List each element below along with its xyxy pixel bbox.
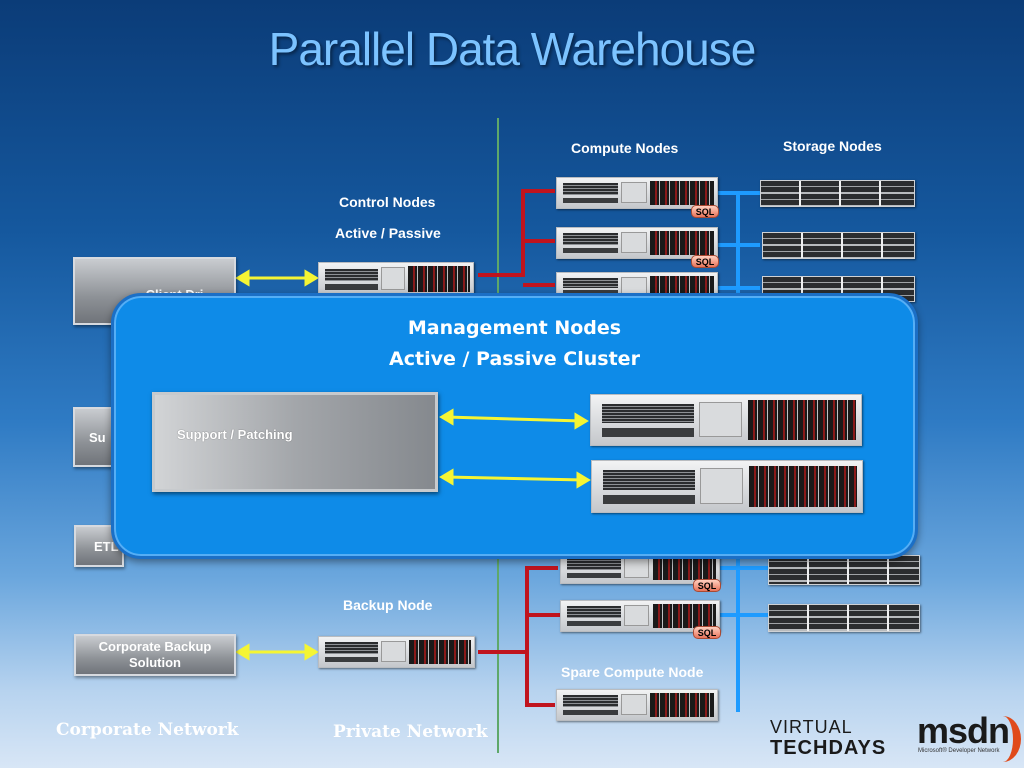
red-link-compute-1 [478,189,555,277]
yellow-arrow-mgmt-2 [445,475,585,482]
storage-nodes-label: Storage Nodes [783,138,882,154]
corporate-network-label: Corporate Network [56,720,239,740]
private-network-label: Private Network [333,722,488,742]
sql-badge: SQL [693,579,721,592]
slide-title: Parallel Data Warehouse [268,23,757,75]
control-nodes-label: Control Nodes [339,194,436,210]
msdn-swoosh-icon [985,716,1021,762]
techdays-logo-text: TECHDAYS [770,737,887,759]
support-left-label: Su [89,429,106,445]
virtual-logo-text: VIRTUAL [770,717,853,737]
spare-compute-node-server [556,689,718,721]
msdn-subtitle: Microsoft® Developer Network [918,748,1000,754]
etl-label: ETL [94,538,119,554]
management-node-server [591,460,863,513]
yellow-arrow-mgmt-1 [445,415,583,423]
sql-badge: SQL [691,205,719,218]
management-cluster-subtitle: Active / Passive Cluster [389,348,640,370]
corporate-backup-label: Corporate Backup Solution [98,639,212,670]
support-patching-box: Support / Patching [152,392,438,492]
management-node-server [590,394,862,446]
management-nodes-title: Management Nodes [407,317,622,339]
backup-node-label: Backup Node [343,597,433,613]
red-link-lower [525,566,558,707]
compute-nodes-label: Compute Nodes [571,140,679,156]
storage-array [768,555,920,585]
msdn-logo-text: msdn [917,710,1010,751]
storage-array [760,180,915,207]
compute-node-server [556,177,718,209]
corporate-backup-box: Corporate Backup Solution [74,634,236,676]
spare-compute-node-label: Spare Compute Node [561,664,704,680]
sql-badge: SQL [693,626,721,639]
compute-node-server [556,227,718,259]
storage-array [762,232,915,259]
backup-node-server [318,636,475,668]
sql-badge: SQL [691,255,719,268]
compute-node-server [560,600,720,632]
control-active-passive-label: Active / Passive [335,225,441,241]
support-patching-label: Support / Patching [177,427,293,442]
storage-array [768,604,920,632]
